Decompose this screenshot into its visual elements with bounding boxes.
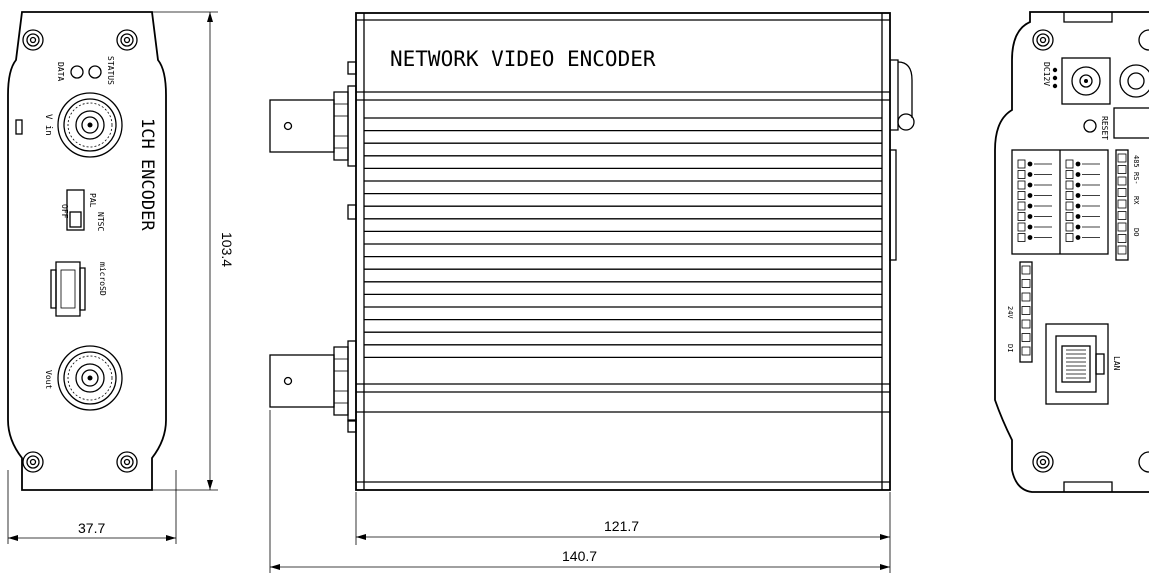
microsd-slot-icon	[50, 261, 86, 317]
data-led-label: DATA	[56, 62, 65, 81]
rear-screw-icon	[1032, 29, 1149, 473]
dc12v-label: DC12V	[1042, 62, 1051, 86]
status-led-icon	[88, 65, 102, 79]
rx-label: RX	[1132, 196, 1140, 205]
status-led-label: STATUS	[106, 56, 115, 85]
front-panel-view: DATA STATUS V in 1CH ENCODER PAL NTSC OF…	[7, 11, 167, 491]
rs-label: RS-	[1132, 172, 1140, 185]
video-in-bnc-icon	[57, 92, 123, 158]
di-connector-icon	[1019, 261, 1033, 363]
di-label: DI	[1006, 344, 1014, 352]
ntsc-label: NTSC	[96, 212, 105, 231]
heat-sink-fins	[356, 91, 890, 413]
dc-power-jack-icon	[1061, 57, 1149, 105]
pal-ntsc-switch-icon	[66, 189, 85, 231]
rear-panel-view: DC12V RESET 485 RS- RX DO 24V DI	[994, 11, 1149, 493]
reset-button-icon	[1083, 119, 1097, 133]
reset-label: RESET	[1100, 116, 1109, 140]
bottom-bnc-connector-icon	[269, 340, 357, 422]
terminal-block-icon	[1011, 149, 1109, 255]
data-led-icon	[70, 65, 84, 79]
video-out-bnc-icon	[57, 345, 123, 411]
lan-label: LAN	[1112, 356, 1121, 371]
top-view-title: NETWORK VIDEO ENCODER	[390, 47, 656, 71]
front-width-dimension: 37.7	[7, 470, 177, 544]
do-label: DO	[1132, 228, 1140, 236]
total-length-dimension: 140.7	[269, 410, 890, 573]
body-length-dimension-value: 121.7	[604, 518, 639, 534]
lan-port-icon	[1045, 323, 1109, 405]
height-dimension: 103.4	[152, 11, 235, 491]
24v-label: 24V	[1006, 306, 1014, 319]
total-length-dimension-value: 140.7	[562, 548, 597, 564]
top-bnc-connector-icon	[269, 85, 357, 167]
pal-label: PAL	[88, 193, 97, 208]
top-view: NETWORK VIDEO ENCODER	[269, 12, 915, 491]
off-label: OFF	[60, 204, 69, 219]
rs485-label: 485	[1132, 155, 1140, 168]
video-in-label: V in	[43, 114, 53, 136]
video-out-label: Vout	[44, 370, 53, 389]
height-dimension-value: 103.4	[219, 232, 235, 267]
front-width-dimension-value: 37.7	[78, 520, 105, 536]
front-screw-icon	[22, 29, 138, 473]
rs485-connector-icon	[1115, 149, 1129, 261]
front-title: 1CH ENCODER	[137, 118, 157, 231]
microsd-label: microSD	[98, 262, 107, 296]
body-length-dimension: 121.7	[355, 492, 891, 573]
